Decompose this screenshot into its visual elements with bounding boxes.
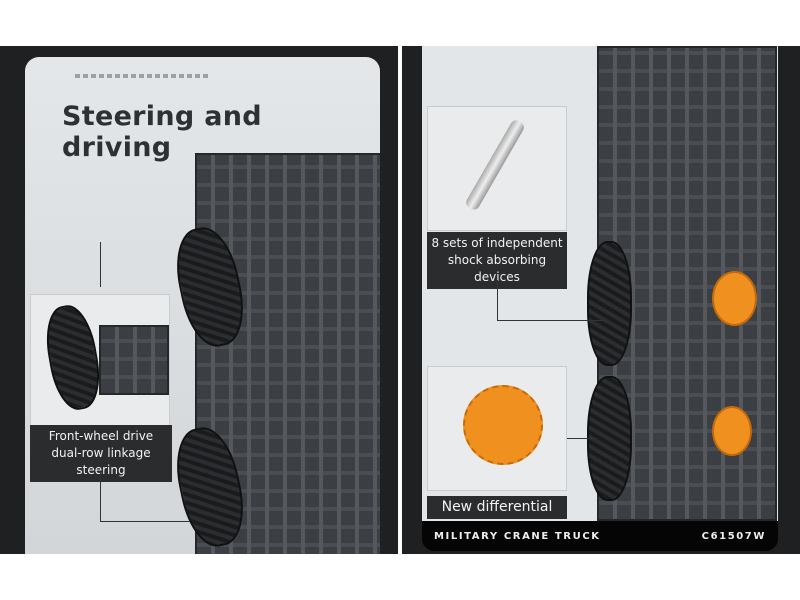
right-panel: 8 sets of independent shock absorbing de… bbox=[402, 46, 800, 554]
product-code: C61507W bbox=[701, 531, 766, 542]
product-name: MILITARY CRANE TRUCK bbox=[434, 531, 601, 542]
inset-linkage-image bbox=[99, 325, 169, 395]
steering-callout: Front-wheel drive dual-row linkage steer… bbox=[30, 425, 172, 482]
callout-line bbox=[497, 320, 607, 321]
steering-detail-inset bbox=[30, 294, 170, 429]
callout-line bbox=[497, 280, 498, 320]
wheel-image bbox=[587, 241, 632, 366]
callout-line bbox=[567, 438, 597, 439]
shock-callout: 8 sets of independent shock absorbing de… bbox=[427, 232, 567, 289]
differential-callout: New differential bbox=[427, 496, 567, 519]
callout-line bbox=[100, 472, 101, 522]
left-panel: Steering and driving Front-wheel drive d… bbox=[0, 46, 398, 554]
callout-line bbox=[100, 242, 101, 287]
callout-line-2: shock absorbing devices bbox=[447, 253, 547, 284]
callout-line-1: Front-wheel drive bbox=[48, 429, 154, 443]
differential-image bbox=[712, 406, 752, 456]
differential-gear-image bbox=[463, 385, 543, 465]
callout-line-2: dual-row linkage steering bbox=[51, 446, 151, 477]
suspension-card: 8 sets of independent shock absorbing de… bbox=[422, 46, 778, 521]
callout-line bbox=[100, 521, 190, 522]
differential-image bbox=[712, 271, 757, 326]
callout-line-1: 8 sets of independent bbox=[431, 236, 563, 250]
shock-absorber-image bbox=[463, 118, 527, 212]
footer-bar: MILITARY CRANE TRUCK C61507W bbox=[422, 521, 778, 551]
decorative-stripe bbox=[75, 74, 210, 78]
differential-inset bbox=[427, 366, 567, 491]
section-title: Steering and driving bbox=[62, 101, 262, 163]
shock-absorber-inset bbox=[427, 106, 567, 231]
steering-card: Steering and driving Front-wheel drive d… bbox=[25, 57, 380, 554]
inset-wheel-image bbox=[40, 301, 106, 414]
